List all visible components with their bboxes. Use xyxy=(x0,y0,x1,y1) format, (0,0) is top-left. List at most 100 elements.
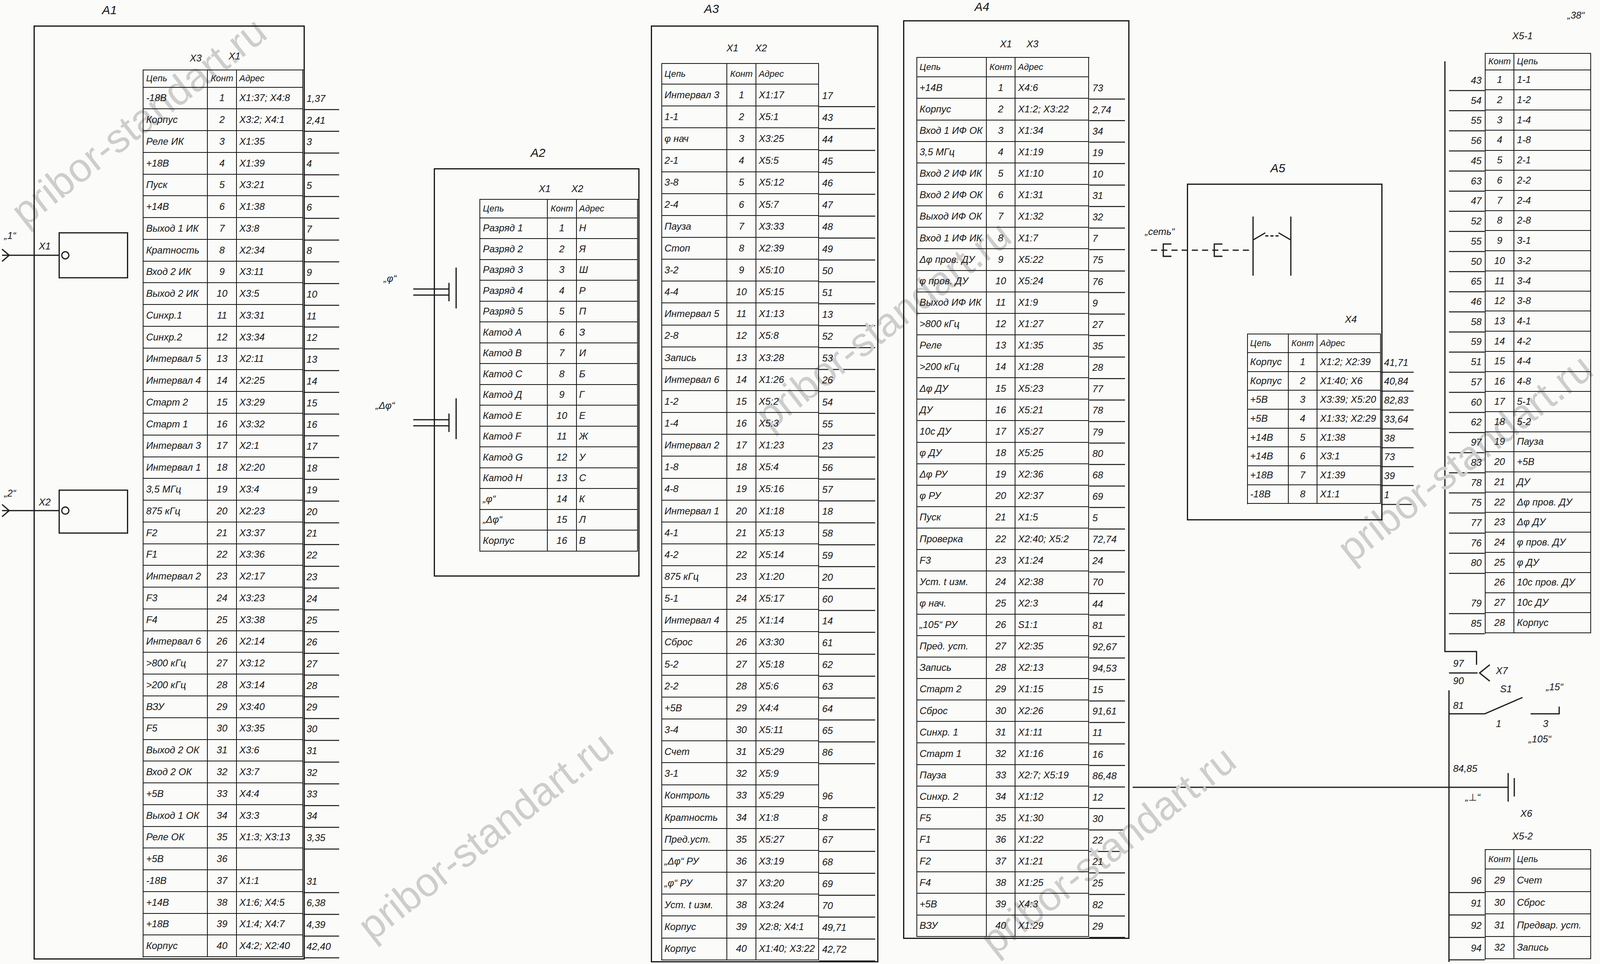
circuit-name: φ пров. ДУ xyxy=(1516,536,1566,548)
table-cell: 33 xyxy=(727,785,757,807)
table-cell: 21 xyxy=(1485,472,1515,493)
wire-number: 91 xyxy=(1470,897,1482,909)
table-cell: 5 xyxy=(1288,428,1318,448)
table-cell: X1:25 xyxy=(1015,871,1090,894)
address: У xyxy=(579,451,586,463)
table-cell: X1:22 xyxy=(1015,829,1090,851)
table-cell: -18В xyxy=(143,87,208,110)
wire-number: 15 xyxy=(306,397,318,408)
table-cell: Пред.уст. xyxy=(662,828,728,851)
wire-rule xyxy=(818,938,876,940)
schematic-lines xyxy=(2,61,1560,962)
wire-rule xyxy=(1448,109,1485,112)
circuit-name: 4-1 xyxy=(1516,315,1531,327)
table-cell: X3:20 xyxy=(756,872,819,895)
wire-rule xyxy=(303,739,340,741)
unit-designator: A3 xyxy=(704,2,720,16)
table-cell: Пред. уст. xyxy=(917,635,987,658)
circuit-name: 2-2 xyxy=(1516,175,1531,186)
column-header: Конт xyxy=(1488,56,1512,67)
circuit-name: F3 xyxy=(145,592,158,604)
wire-number: 30 xyxy=(306,723,318,735)
designator-label: X1 xyxy=(538,183,551,195)
wire-number: 97 xyxy=(1470,436,1482,448)
circuit-name: Пауза xyxy=(664,221,692,232)
wire-number: 26 xyxy=(306,636,318,648)
table-cell: Интервал 3 xyxy=(143,435,208,458)
address: X3:14 xyxy=(239,679,265,691)
contact-number: 40 xyxy=(216,940,228,951)
wire-number: 96 xyxy=(822,790,834,802)
address: И xyxy=(579,347,587,359)
contact-number: 16 xyxy=(556,535,568,546)
wire-number: 20 xyxy=(306,506,318,517)
wire-rule xyxy=(1089,657,1126,659)
address: X1:37; X4:8 xyxy=(239,92,290,104)
address: П xyxy=(579,306,587,317)
address: X1:30 xyxy=(1017,812,1044,824)
wire-rule xyxy=(818,806,876,809)
table-cell: 9 xyxy=(1485,230,1515,252)
unit-designator: A4 xyxy=(974,0,990,14)
contact-number: 27 xyxy=(995,640,1007,652)
table-cell: 5 xyxy=(1485,150,1515,171)
wire-rule xyxy=(1089,442,1126,444)
wire-number: 34 xyxy=(306,810,318,822)
wire-number: 70 xyxy=(822,900,834,911)
table-cell: X1:39 xyxy=(236,152,304,175)
table-cell: X5:7 xyxy=(756,194,819,216)
column-header: Адрес xyxy=(239,73,265,84)
wire-rule xyxy=(1448,130,1485,132)
contact-number: 20 xyxy=(995,490,1007,501)
wire-rule xyxy=(1089,807,1126,809)
address: X5:8 xyxy=(758,330,779,341)
circuit-name: +5В xyxy=(1516,456,1535,467)
contact-number: 2 xyxy=(1300,375,1306,387)
address: X5:27 xyxy=(758,833,785,845)
wire-rule xyxy=(303,935,340,937)
circuit-name: Стоп xyxy=(664,242,691,254)
table-cell: X1:4; X4:7 xyxy=(236,913,304,936)
table-cell: X3:39; X5:20 xyxy=(1317,390,1381,410)
table-cell: 1-1 xyxy=(662,106,728,129)
contact-number: 29 xyxy=(736,702,748,714)
table-cell: 4 xyxy=(1288,409,1318,429)
column-header: Цепь xyxy=(919,62,941,72)
table-cell: F3 xyxy=(917,549,987,572)
table-cell: Р xyxy=(576,280,638,302)
designator-label: „38“ xyxy=(1567,10,1585,21)
circuit-name: Выход 2 ИК xyxy=(145,288,199,299)
table-cell: X3:23 xyxy=(236,587,304,610)
wire-number: 59 xyxy=(1470,336,1482,347)
table-cell: Выход ИФ ИК xyxy=(917,292,987,314)
table-cell: 23 xyxy=(207,565,237,588)
circuit-name: Кратность xyxy=(145,244,200,256)
column-header: Конт xyxy=(210,73,234,84)
table-cell: X5:25 xyxy=(1015,442,1090,465)
contact-number: 18 xyxy=(995,447,1007,459)
table-cell: Конт xyxy=(1485,53,1515,70)
wire-number: 55 xyxy=(822,418,834,430)
circuit-name: 1-1 xyxy=(1516,74,1531,85)
designator-label: 90 xyxy=(1453,675,1465,687)
wire-rule xyxy=(1448,251,1485,253)
table-cell: F1 xyxy=(917,829,987,851)
circuit-name: ВЗУ xyxy=(919,920,938,931)
contact-number: 2 xyxy=(219,114,225,125)
designator-label: X4 xyxy=(1344,314,1357,325)
connector-table: ЦепьКонтАдрес+14В1X4:6Корпус2X1:2; X3:22… xyxy=(916,56,1090,937)
table-cell: X3:30 xyxy=(756,631,819,654)
wire-rule xyxy=(1448,391,1485,393)
table-cell: X5:24 xyxy=(1015,270,1090,293)
table-cell: Интервал 4 xyxy=(662,609,728,632)
circuit-name: Интервал 1 xyxy=(664,505,720,517)
table-cell: X5:13 xyxy=(756,522,819,545)
mains-line xyxy=(1150,249,1253,251)
table-cell: 10 xyxy=(727,281,757,304)
table-cell: 1 xyxy=(1288,352,1318,372)
circuit-name: +14В xyxy=(145,201,169,212)
table-cell: X2:37 xyxy=(1015,485,1090,507)
table-cell: 22 xyxy=(727,544,757,566)
wire-number: 25 xyxy=(1092,877,1104,889)
wire-number: 56 xyxy=(822,462,834,473)
